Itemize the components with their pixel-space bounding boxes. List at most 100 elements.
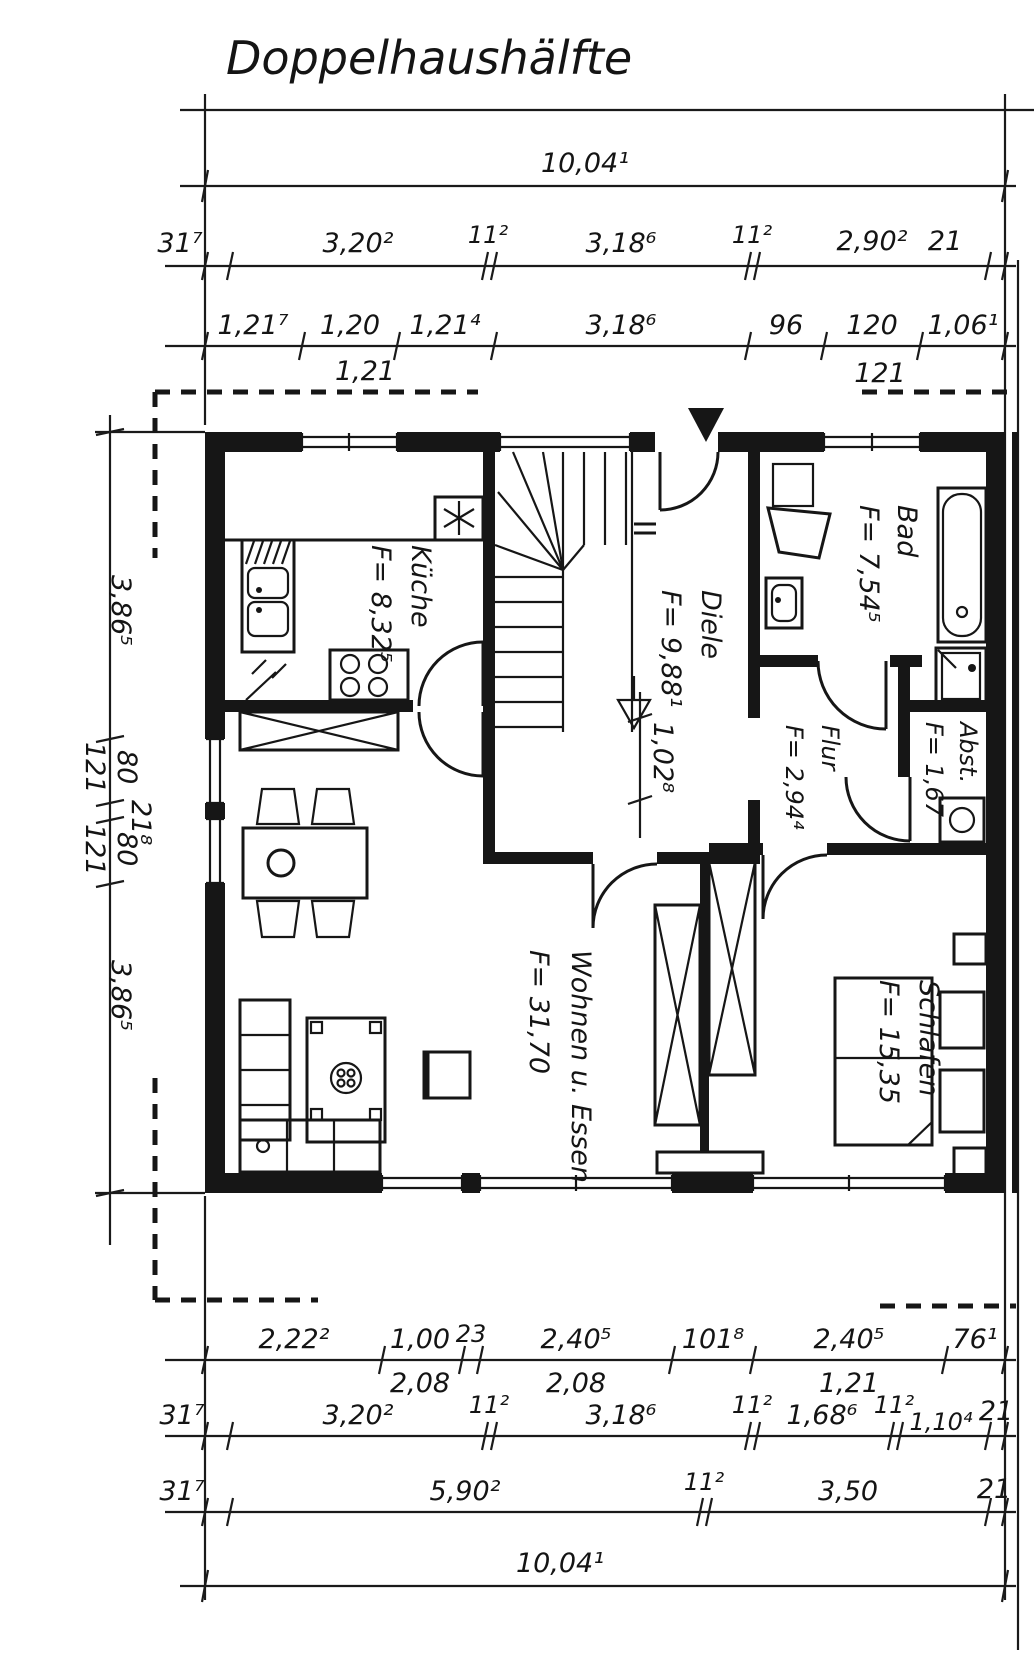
dim-label: 11² [684,1468,725,1496]
dim-sublabel: 1,21 [819,1368,879,1399]
dim-label: 11² [732,221,773,249]
dim-label: 1,68⁶ [787,1400,858,1431]
dim-label: 80 [111,832,142,866]
room-name: Küche [405,545,436,628]
windows [203,430,947,1195]
wardrobe [653,903,702,1127]
dim-label: 3,18⁶ [586,310,657,341]
dim-middle: 1,02⁸ [627,692,678,838]
dim-label: 1,10⁴ [909,1408,972,1436]
chair [255,787,301,826]
dim-label: 11² [874,1391,915,1419]
dim-label: 31⁷ [159,1476,204,1507]
doors [417,451,912,929]
entrance-arrow-icon [688,408,724,442]
double-bed [833,976,934,1147]
wardrobes [653,860,765,1175]
dim-bottom-chain-2: 31⁷ 3,20² 11² 3,18⁶ 11² 1,68⁶ 11² 1,10⁴ … [159,1391,1016,1451]
dim-label: 3,86⁵ [105,960,136,1031]
dim-label: 120 [846,310,898,341]
dim-label: 3,50 [818,1476,878,1507]
dim-left-chain: 3,86⁵ 80 121 21⁸ 80 121 3,86⁵ [79,415,156,1245]
room-name: Wohnen u. Essen [565,950,596,1183]
room-label-flur: Flur F= 2,94⁴ [780,725,844,830]
kitchen-fittings [225,495,485,702]
room-area: F= 9,88¹ [655,590,686,708]
dim-label: 23 [456,1320,487,1348]
dim-label: 3,18⁶ [586,228,657,259]
stair-direction-arrow-icon [616,676,652,731]
toilet [764,576,804,630]
room-name: Bad [891,505,922,558]
shower [934,646,988,706]
dim-label: 2,90² [837,226,908,257]
dim-label: 21 [979,1396,1013,1427]
dim-bottom-chain-1: 2,22² 1,00 23 2,40⁵ 101⁸ 2,40⁵ 76¹ 2,08 … [165,1320,1016,1399]
dim-bottom-total: 10,04¹ [180,1548,1016,1603]
dim-label: 3,20² [323,228,394,259]
dim-sublabel: 1,21 [335,356,395,387]
dim-label: 31⁷ [159,1400,204,1431]
dim-label: 10,04¹ [541,148,629,179]
room-area: F= 15,35 [873,980,904,1104]
armchair [422,1050,472,1100]
room-name: Abst. [954,720,982,783]
dim-label: 11² [469,1391,510,1419]
dim-bottom-chain-3: 31⁷ 5,90² 11² 3,50 21 [159,1468,1016,1527]
dim-label: 2,40⁵ [814,1324,885,1355]
room-label-schlafen: Schlafen F= 15,35 [873,980,944,1104]
room-label-diele: Diele F= 9,88¹ [655,590,726,708]
dim-label: 2,22² [259,1324,330,1355]
washbasin [771,462,815,508]
dim-label: 11² [732,1391,773,1419]
dim-label: 1,02⁸ [647,722,678,793]
stove [328,648,410,702]
dim-sublabel: 2,08 [390,1368,450,1399]
dim-label: 21 [928,226,962,257]
sink-basin [246,566,290,600]
dim-label: 21 [977,1474,1011,1505]
coffee-table [305,1016,387,1144]
chair [310,899,356,939]
room-name: Diele [695,590,726,659]
bedroom-furniture [833,932,988,1182]
dim-label: 121 [79,824,110,876]
dim-label: 3,20² [323,1400,394,1431]
living-furniture [238,998,472,1174]
chair [255,899,301,939]
bathtub [936,486,988,644]
dim-label: 3,18⁶ [586,1400,657,1431]
dining-table [241,826,369,900]
wall-plinth [655,1150,765,1175]
room-label-kueche: Küche F= 8,32⁵ [365,545,436,663]
room-area: F= 2,94⁴ [780,725,808,830]
drawing-title: Doppelhaushälfte [226,31,632,85]
dim-label: 80 [111,750,142,784]
sideboard [238,710,400,752]
dim-label: 121 [79,742,110,794]
dim-label: 96 [769,310,803,341]
dim-top-chain-1: 31⁷ 3,20² 11² 3,18⁶ 11² 2,90² 21 [157,221,1016,281]
sofa [238,1118,382,1174]
dim-top-total: 10,04¹ [180,148,1016,203]
dim-label: 1,06¹ [928,310,999,341]
bathroom-fittings [764,462,988,844]
dim-label: 11² [468,221,509,249]
dim-label: 5,90² [430,1476,501,1507]
dim-label: 31⁷ [157,228,202,259]
dim-label: 3,86⁵ [105,575,136,646]
dim-sublabel: 2,08 [546,1368,606,1399]
dim-sublabel: 121 [854,358,906,389]
nightstand [952,932,988,966]
dim-label: 21⁸ [125,800,156,845]
dim-label: 1,20 [320,310,380,341]
room-area: F= 1,67 [920,722,948,818]
property-boundary-dashed [152,389,1016,1309]
pillow [938,990,986,1050]
nightstand [952,1146,988,1182]
room-area: F= 7,54⁵ [853,505,884,623]
dim-label: 101⁸ [682,1324,745,1355]
boiler-star-icon [443,501,475,535]
